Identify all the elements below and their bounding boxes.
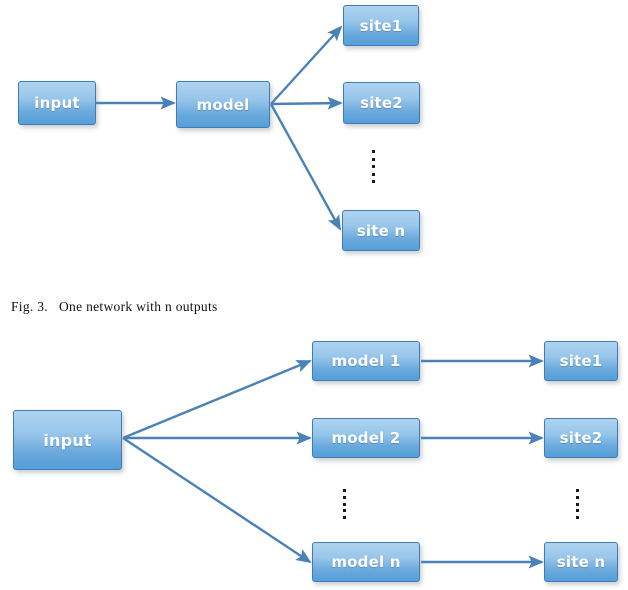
ellipsis-dot [371, 172, 375, 176]
arrow-f4-input-to-f4-model1 [122, 359, 312, 440]
node-box-f4-site1[interactable]: site1 [544, 341, 618, 381]
node-label: site n [356, 221, 406, 240]
arrow-f3-model-to-f3-site2 [270, 96, 343, 110]
vertical-ellipsis-f4-dots-model [342, 489, 346, 519]
node-box-f4-siten[interactable]: site n [544, 542, 618, 582]
node-label: site n [556, 553, 606, 571]
ellipsis-dot [342, 516, 346, 519]
node-box-f3-input[interactable]: input [18, 81, 96, 125]
node-label: input [34, 94, 80, 112]
node-label: model n [331, 553, 401, 571]
node-box-f3-model[interactable]: model [176, 81, 270, 128]
caption-fig3: Fig. 3. One network with n outputs [11, 299, 218, 314]
arrow-f3-model-to-f3-site1 [270, 25, 343, 105]
node-box-f4-input[interactable]: input [13, 410, 122, 470]
ellipsis-dot [342, 489, 346, 492]
ellipsis-dot [575, 502, 579, 506]
arrow-f4-input-to-f4-modeln [122, 436, 312, 564]
ellipsis-dot [575, 489, 579, 492]
ellipsis-dot [575, 509, 579, 513]
arrow-group [96, 25, 544, 569]
node-label: site2 [559, 429, 603, 447]
node-label: site2 [360, 94, 403, 112]
node-label: site1 [559, 352, 603, 370]
node-box-f4-model2[interactable]: model 2 [312, 418, 420, 458]
ellipsis-dot [371, 150, 375, 153]
node-box-f3-site2[interactable]: site2 [343, 82, 420, 124]
ellipsis-dot [575, 516, 579, 519]
node-label: model 1 [331, 352, 401, 370]
node-box-f4-site2[interactable]: site2 [544, 418, 618, 458]
ellipsis-dot [371, 180, 375, 183]
vertical-ellipsis-f4-dots-site [575, 489, 579, 519]
ellipsis-dot [371, 165, 375, 168]
node-label: model [196, 95, 250, 114]
node-box-f3-site1[interactable]: site1 [343, 5, 419, 46]
ellipsis-dot [371, 157, 375, 161]
ellipsis-dot [342, 509, 346, 513]
arrow-f3-model-to-f3-siten [269, 103, 342, 231]
node-box-f4-modeln[interactable]: model n [312, 542, 420, 582]
node-label: site1 [359, 16, 403, 35]
vertical-ellipsis-f3-dots-site [371, 150, 375, 183]
node-box-f4-model1[interactable]: model 1 [312, 341, 420, 381]
ellipsis-dot [342, 495, 346, 499]
ellipsis-dot [342, 502, 346, 506]
ellipsis-dot [575, 495, 579, 499]
node-label: model 2 [331, 429, 401, 447]
node-label: input [43, 430, 92, 450]
node-box-f3-siten[interactable]: site n [342, 210, 420, 251]
